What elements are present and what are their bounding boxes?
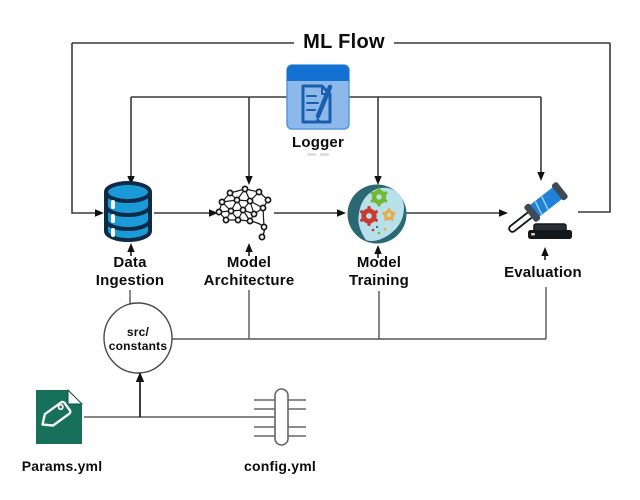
gear-yellow-glyph [382, 208, 396, 222]
params-file-icon [34, 388, 86, 446]
src-constants-circle [103, 302, 173, 374]
params-file-label: Params.yml [12, 457, 112, 475]
src-constants-label-line1: src/ [126, 325, 150, 339]
diagram-title: ML Flow [289, 31, 399, 53]
src-constants-label-line2: constants [108, 339, 168, 353]
evaluation-label-text: Evaluation [504, 264, 582, 281]
gavel-base [528, 223, 572, 239]
model-architecture-label-line2: Architecture [203, 272, 295, 289]
model-architecture-label-line1: Model [226, 254, 272, 271]
evaluation-label: Evaluation [493, 264, 593, 282]
constants-bus [129, 287, 547, 340]
model-training-label-line1: Model [356, 254, 402, 271]
logger-label: Logger [283, 134, 353, 152]
logger-icon [286, 64, 350, 130]
arrowheads [95, 172, 549, 382]
logger-faded-subtext [307, 153, 329, 156]
diagram-title-text: ML Flow [303, 31, 385, 53]
data-ingestion-icon [101, 180, 155, 244]
model-training-label-line2: Training [349, 272, 409, 289]
config-file-label-text: config.yml [243, 458, 316, 474]
src-constants-label: src/ constants [103, 325, 173, 353]
model-training-icon [346, 183, 408, 245]
model-architecture-icon [214, 184, 278, 242]
data-ingestion-label: Data Ingestion [80, 254, 180, 290]
config-file-label: config.yml [230, 457, 330, 475]
params-file-label-text: Params.yml [21, 458, 103, 474]
data-ingestion-label-line1: Data [113, 254, 147, 271]
tag-glyph [41, 400, 72, 427]
mlflow-loop [71, 42, 611, 214]
gear-green-glyph [370, 187, 388, 207]
logger-label-text: Logger [291, 134, 345, 151]
config-file-icon [250, 386, 310, 448]
data-ingestion-label-line2: Ingestion [95, 272, 165, 289]
confetti-dots [371, 225, 387, 235]
model-training-label: Model Training [329, 254, 429, 290]
gear-red-glyph [359, 206, 379, 226]
evaluation-icon [508, 182, 584, 248]
pencil-glyph [315, 84, 333, 123]
model-architecture-label: Model Architecture [189, 254, 309, 290]
